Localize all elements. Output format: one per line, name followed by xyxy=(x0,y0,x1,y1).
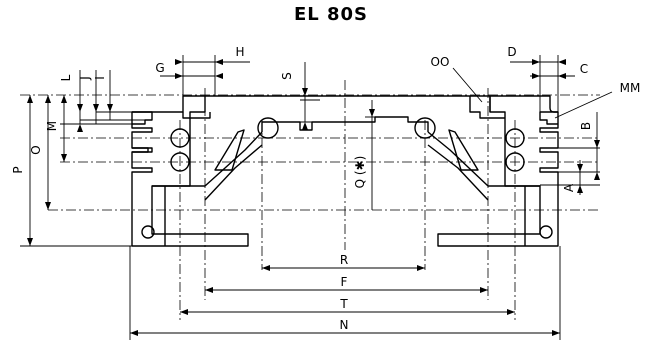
profile-outline xyxy=(131,95,559,247)
label-g: G xyxy=(155,61,164,75)
label-o: O xyxy=(29,145,43,154)
label-j: J xyxy=(78,76,92,81)
dimension-lines xyxy=(27,59,613,336)
label-q: Q (✱) xyxy=(353,156,367,189)
label-b: B xyxy=(579,122,593,130)
label-mm: MM xyxy=(620,81,641,95)
label-m: M xyxy=(45,121,59,131)
label-d: D xyxy=(507,45,516,59)
label-l: L xyxy=(59,74,73,81)
label-c: C xyxy=(580,62,588,76)
label-r: R xyxy=(340,253,348,267)
extension-lines xyxy=(20,55,600,340)
label-t: T xyxy=(339,297,348,311)
label-a: A xyxy=(562,183,576,192)
dimension-labels: H G S OO D C MM L J I M O P B A Q (✱) R … xyxy=(11,45,640,332)
label-oo: OO xyxy=(431,55,450,69)
label-n: N xyxy=(340,318,349,332)
center-lines xyxy=(20,80,600,320)
label-i: I xyxy=(93,76,107,80)
label-h: H xyxy=(235,45,244,59)
label-p: P xyxy=(11,166,25,173)
label-f: F xyxy=(341,275,348,289)
drawing-title: EL 80S xyxy=(293,4,369,25)
label-s: S xyxy=(280,72,294,80)
